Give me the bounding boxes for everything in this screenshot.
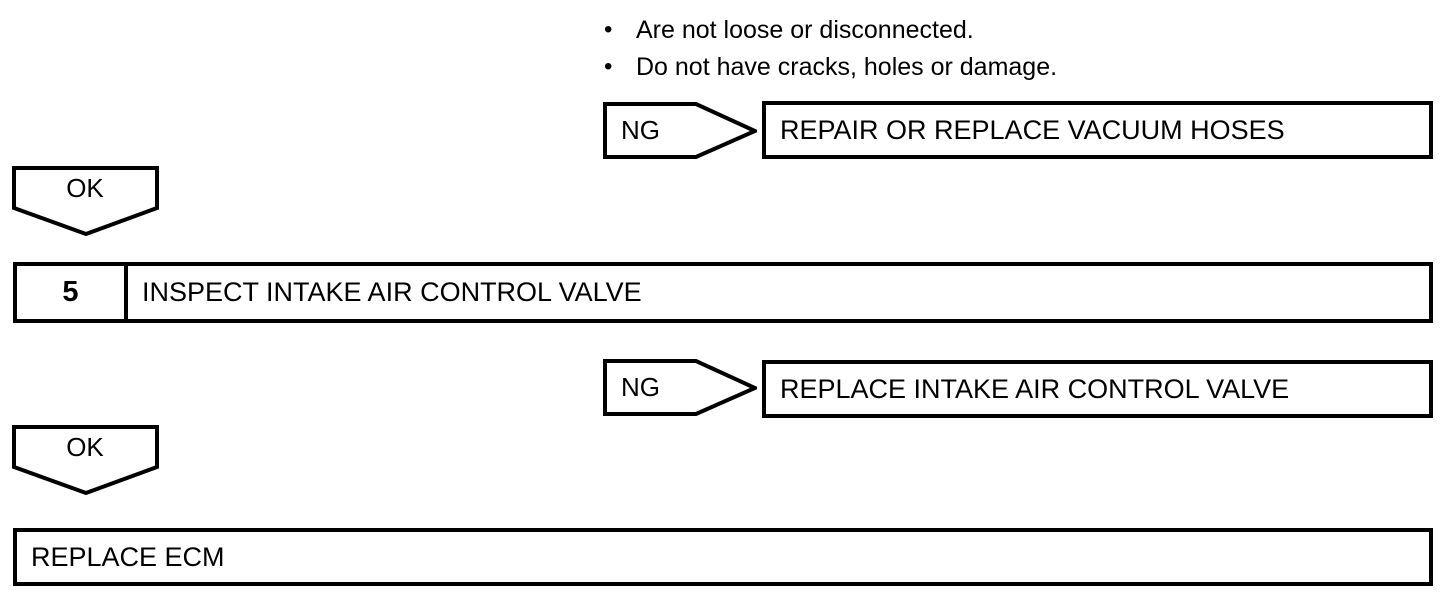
action-box-replace-intake-valve: REPLACE INTAKE AIR CONTROL VALVE — [762, 360, 1433, 418]
bullet-point-icon: • — [604, 16, 613, 43]
list-item: • Are not loose or disconnected. — [600, 13, 1240, 50]
step-title: INSPECT INTAKE AIR CONTROL VALVE — [142, 277, 642, 307]
action-box-label: REPLACE ECM — [31, 541, 225, 572]
action-box-label: REPAIR OR REPLACE VACUUM HOSES — [780, 114, 1285, 145]
ng-connector-label: NG — [621, 372, 660, 402]
list-item: • Do not have cracks, holes or damage. — [600, 50, 1240, 87]
ok-connector-label: OK — [66, 432, 104, 462]
bullet-point-icon: • — [604, 53, 613, 80]
ok-connector-label: OK — [66, 173, 104, 203]
action-box-label: REPLACE INTAKE AIR CONTROL VALVE — [780, 373, 1290, 404]
ng-connector-label: NG — [621, 115, 660, 145]
condition-bullet-list: • Are not loose or disconnected. • Do no… — [600, 13, 1240, 87]
action-box-replace-ecm: REPLACE ECM — [13, 528, 1433, 586]
ok-connector-to-step-5: OK — [12, 166, 159, 237]
step-box-5: 5 INSPECT INTAKE AIR CONTROL VALVE — [13, 262, 1433, 323]
ok-connector-to-replace-ecm: OK — [12, 425, 159, 496]
ng-connector-vacuum-hoses: NG — [603, 102, 757, 159]
step-number: 5 — [17, 266, 128, 319]
ng-connector-intake-valve: NG — [603, 359, 757, 416]
action-box-repair-vacuum-hoses: REPAIR OR REPLACE VACUUM HOSES — [762, 101, 1433, 159]
bullet-text: Are not loose or disconnected. — [636, 16, 974, 44]
bullet-text: Do not have cracks, holes or damage. — [636, 53, 1058, 81]
